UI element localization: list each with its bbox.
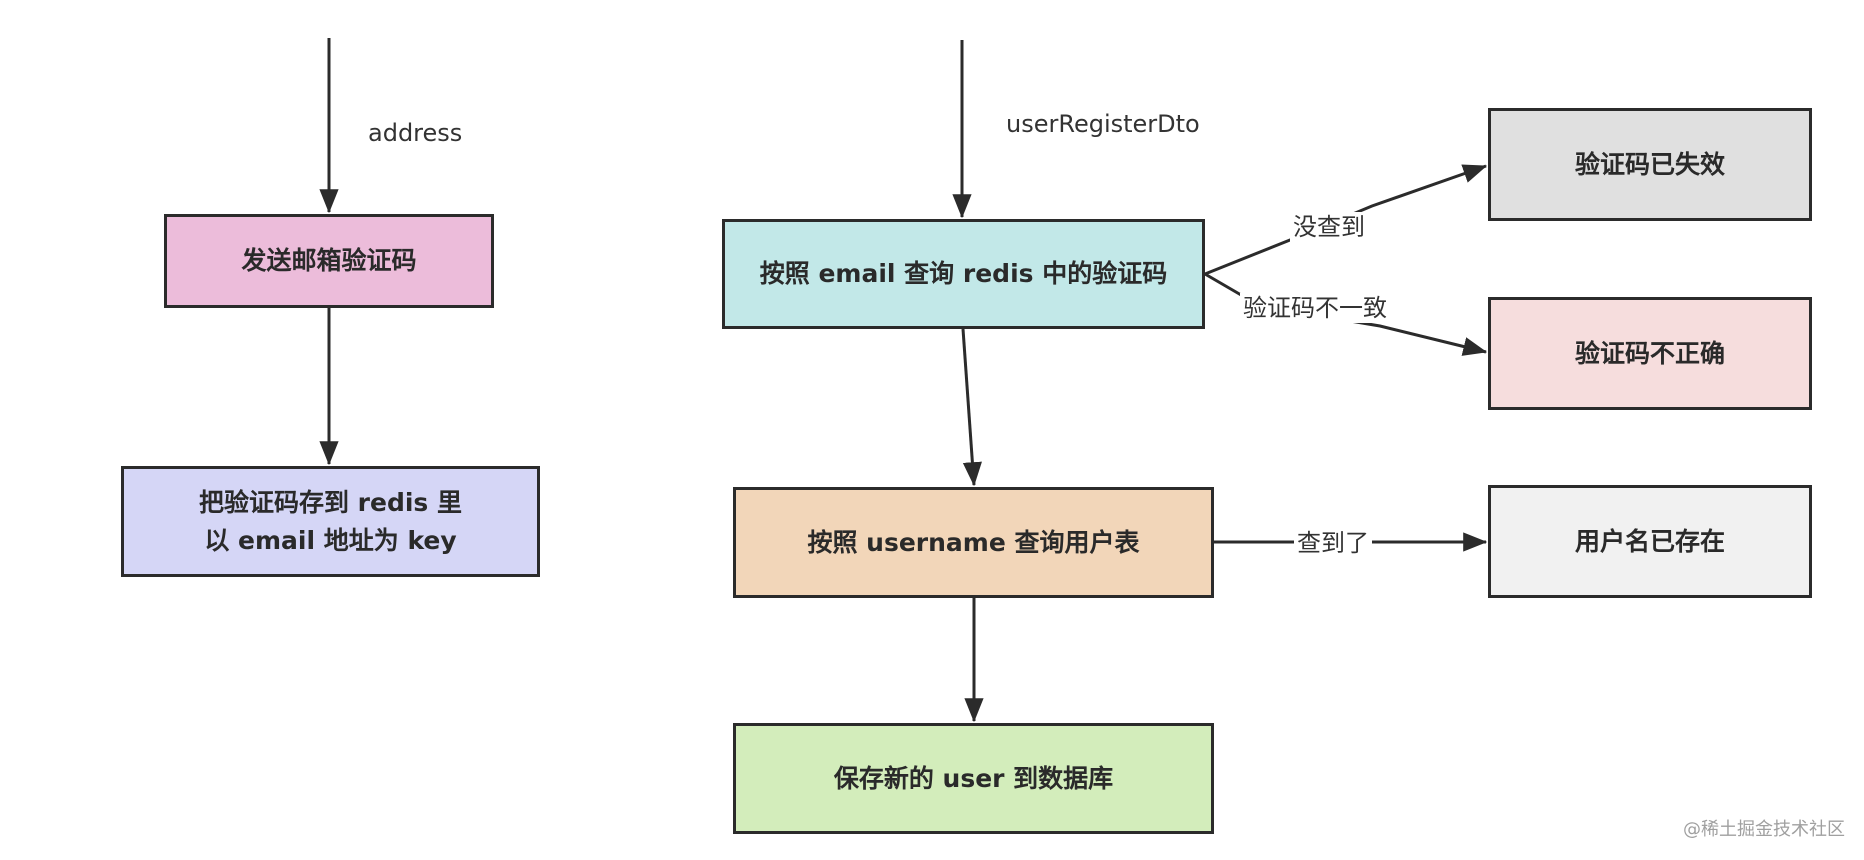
watermark: @稀土掘金技术社区	[1683, 819, 1845, 840]
node-query-redis-by-email: 按照 email 查询 redis 中的验证码	[722, 219, 1205, 329]
node-text-line-2: 以 email 地址为 key	[204, 525, 457, 555]
node-username-exists: 用户名已存在	[1488, 485, 1812, 598]
node-text: 按照 email 查询 redis 中的验证码	[759, 259, 1168, 288]
node-text: 按照 username 查询用户表	[807, 527, 1140, 557]
node-text-group: 把验证码存到 redis 里 以 email 地址为 key	[199, 484, 462, 560]
node-text: 发送邮箱验证码	[241, 246, 417, 275]
node-save-user: 保存新的 user 到数据库	[733, 723, 1214, 834]
node-query-user-table: 按照 username 查询用户表	[733, 487, 1214, 598]
edge-label-found: 查到了	[1294, 528, 1372, 558]
input-label-address: address	[368, 119, 463, 147]
node-store-code-in-redis: 把验证码存到 redis 里 以 email 地址为 key	[121, 466, 540, 577]
node-send-email-code: 发送邮箱验证码	[164, 214, 494, 308]
node-text-line-1: 把验证码存到 redis 里	[198, 487, 463, 517]
input-label-user-register-dto: userRegisterDto	[1006, 110, 1200, 138]
node-text: 验证码已失效	[1574, 149, 1725, 179]
arrow-query-email-to-query-user	[961, 328, 982, 487]
edge-label-mismatch: 验证码不一致	[1240, 293, 1390, 323]
node-text: 验证码不正确	[1574, 338, 1725, 368]
node-text: 保存新的 user 到数据库	[833, 763, 1114, 793]
node-text: 用户名已存在	[1574, 526, 1725, 556]
edge-label-not-found: 没查到	[1290, 212, 1368, 242]
node-code-expired: 验证码已失效	[1488, 108, 1812, 221]
node-code-incorrect: 验证码不正确	[1488, 297, 1812, 410]
